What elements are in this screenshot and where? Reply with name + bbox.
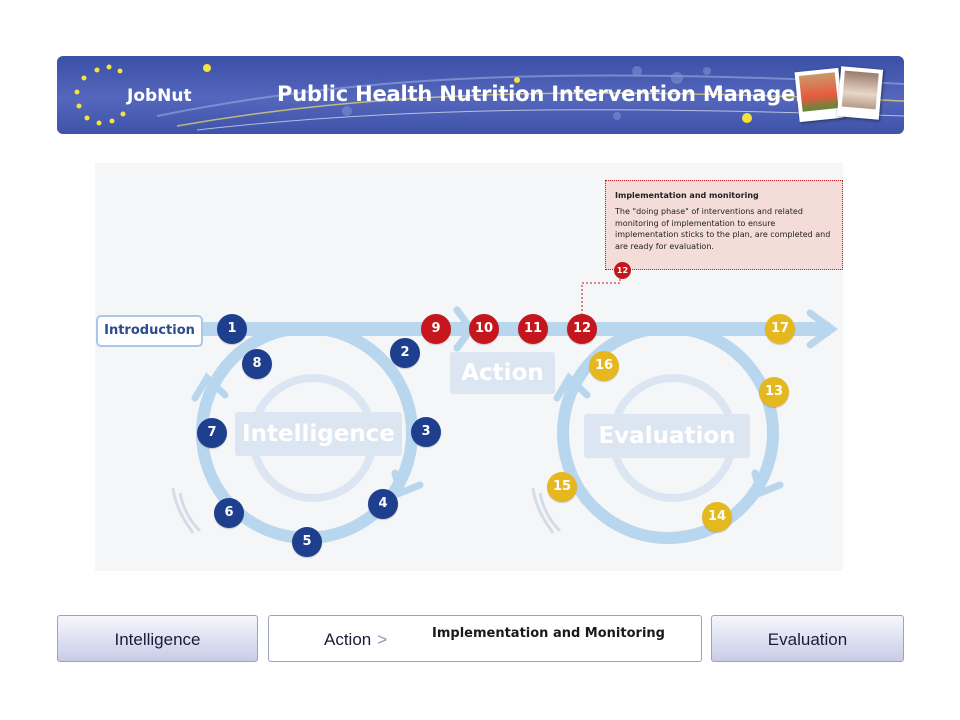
step-12[interactable]: 12 [567, 314, 597, 344]
current-step-label: Implementation and Monitoring [432, 626, 665, 641]
step-1[interactable]: 1 [217, 314, 247, 344]
step-10[interactable]: 10 [469, 314, 499, 344]
step-9[interactable]: 9 [421, 314, 451, 344]
step-4[interactable]: 4 [368, 489, 398, 519]
step-6[interactable]: 6 [214, 498, 244, 528]
eu-stars-icon [74, 64, 126, 126]
tooltip-step-badge: 12 [614, 262, 631, 279]
tab-evaluation-label: Evaluation [767, 630, 848, 649]
photo-mother [836, 66, 884, 120]
tooltip-text: The "doing phase" of interventions and r… [615, 207, 831, 251]
tab-action-label: Action> [324, 630, 388, 649]
step-13[interactable]: 13 [759, 377, 789, 407]
header-banner: JobNut Public Health Nutrition Intervent… [57, 56, 904, 134]
tooltip-title: Implementation and monitoring [615, 191, 759, 200]
step-5[interactable]: 5 [292, 527, 322, 557]
tab-evaluation[interactable]: Evaluation [711, 615, 904, 662]
step-14[interactable]: 14 [702, 502, 732, 532]
step-8[interactable]: 8 [242, 349, 272, 379]
step-2[interactable]: 2 [390, 338, 420, 368]
tab-intelligence[interactable]: Intelligence [57, 615, 258, 662]
phase-label-evaluation[interactable]: Evaluation [584, 414, 750, 458]
step-tooltip: Implementation and monitoring The "doing… [605, 180, 843, 279]
logo-text: JobNut [127, 86, 192, 106]
step-7[interactable]: 7 [197, 418, 227, 448]
tab-action[interactable]: Action> [268, 615, 702, 662]
page-title: Public Health Nutrition Intervention Man… [277, 82, 856, 106]
phase-label-intelligence[interactable]: Intelligence [235, 412, 402, 456]
step-16[interactable]: 16 [589, 351, 619, 381]
step-11[interactable]: 11 [518, 314, 548, 344]
phase-label-action[interactable]: Action [450, 352, 555, 394]
step-17[interactable]: 17 [765, 314, 795, 344]
step-15[interactable]: 15 [547, 472, 577, 502]
step-3[interactable]: 3 [411, 417, 441, 447]
banner-decoration [74, 64, 904, 131]
tab-intelligence-label: Intelligence [114, 630, 201, 649]
chevron-right-icon: > [377, 630, 388, 649]
introduction-button[interactable]: Introduction [96, 315, 203, 347]
